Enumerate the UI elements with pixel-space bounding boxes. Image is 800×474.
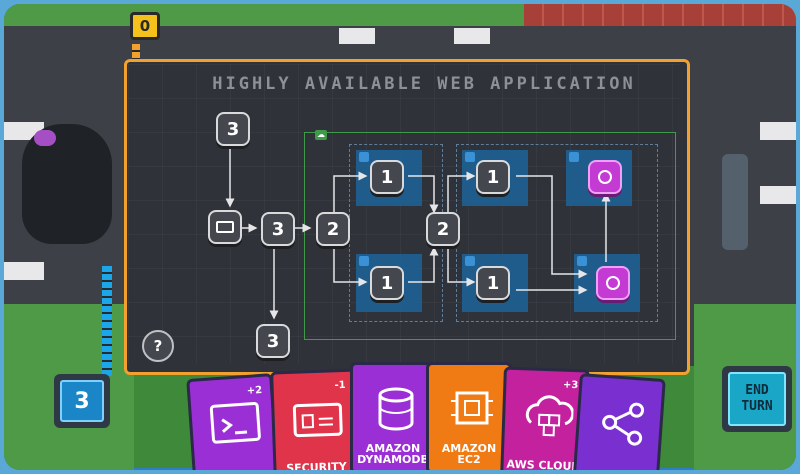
card-ec2[interactable]: AMAZON EC2 — [426, 362, 512, 470]
card-cost: +2 — [246, 384, 263, 397]
crosswalk-stripe — [4, 262, 44, 280]
database-icon — [606, 276, 620, 290]
card-name: SECURITY — [285, 459, 347, 470]
crosswalk-stripe — [339, 28, 375, 44]
card-aws-cloud[interactable]: +3 AWS CLOUD — [500, 366, 590, 470]
subnet-lock-icon — [569, 152, 579, 162]
az1-instance-top[interactable]: 1 — [370, 160, 404, 194]
az2-instance-bottom[interactable]: 1 — [476, 266, 510, 300]
subnet-lock-icon — [359, 256, 369, 266]
card-name: AMAZON DYNAMODB — [357, 442, 429, 466]
lock-card-icon — [292, 402, 343, 438]
card-terminal[interactable]: +2 — [186, 373, 280, 470]
database-primary-tile[interactable] — [596, 266, 630, 300]
card-share[interactable] — [572, 373, 666, 470]
score-counter: 0 — [130, 12, 160, 40]
card-security[interactable]: -1 SECURITY — [270, 368, 360, 470]
router-tile[interactable]: 3 — [261, 212, 295, 246]
cubes-cloud-icon — [525, 395, 575, 437]
crosswalk-stripe — [454, 28, 490, 44]
mid-balancer-tile[interactable]: 2 — [426, 212, 460, 246]
turn-counter: 3 — [60, 380, 104, 422]
flow-arrows — [225, 144, 611, 320]
user-client-tile[interactable] — [208, 210, 242, 244]
chip-icon — [451, 391, 493, 425]
az2-instance-top[interactable]: 1 — [476, 160, 510, 194]
crosswalk-stripe — [760, 122, 796, 140]
crosswalk-stripe — [760, 186, 796, 204]
card-cost: -1 — [334, 379, 346, 392]
gorilla-hat-icon — [34, 130, 56, 146]
top-mid-lawn — [164, 4, 524, 30]
share-nodes-icon — [602, 402, 645, 446]
terminal-icon — [209, 401, 261, 444]
subnet-lock-icon — [465, 152, 475, 162]
roadside-bench — [722, 154, 748, 250]
subnet-lock-icon — [465, 256, 475, 266]
load-balancer-tile[interactable]: 2 — [316, 212, 350, 246]
subnet-lock-icon — [359, 152, 369, 162]
end-turn-panel: END TURN — [722, 366, 792, 432]
board-title: HIGHLY AVAILABLE WEB APPLICATION — [212, 74, 636, 94]
database-replica-tile[interactable] — [588, 160, 622, 194]
database-icon — [378, 387, 414, 431]
database-icon — [598, 170, 612, 184]
monitor-icon — [216, 221, 234, 233]
help-button[interactable]: ? — [142, 330, 174, 362]
left-energy-pole — [102, 266, 112, 376]
game-viewport: HIGHLY AVAILABLE WEB APPLICATION ☁ — [4, 4, 796, 470]
card-name: AWS CLOUD — [506, 457, 581, 470]
vpc-boundary — [304, 132, 676, 340]
end-turn-button[interactable]: END TURN — [728, 372, 786, 426]
turn-counter-panel: 3 — [54, 374, 110, 428]
subnet-lock-icon — [577, 256, 587, 266]
cloud-vpc-icon: ☁ — [315, 130, 327, 140]
card-name: AMAZON EC2 — [441, 442, 497, 466]
traffic-source-bottom[interactable]: 3 — [256, 324, 290, 358]
traffic-source-top[interactable]: 3 — [216, 112, 250, 146]
card-dynamodb[interactable]: AMAZON DYNAMODB — [350, 362, 436, 470]
card-cost: +3 — [562, 379, 579, 392]
az1-instance-bottom[interactable]: 1 — [370, 266, 404, 300]
